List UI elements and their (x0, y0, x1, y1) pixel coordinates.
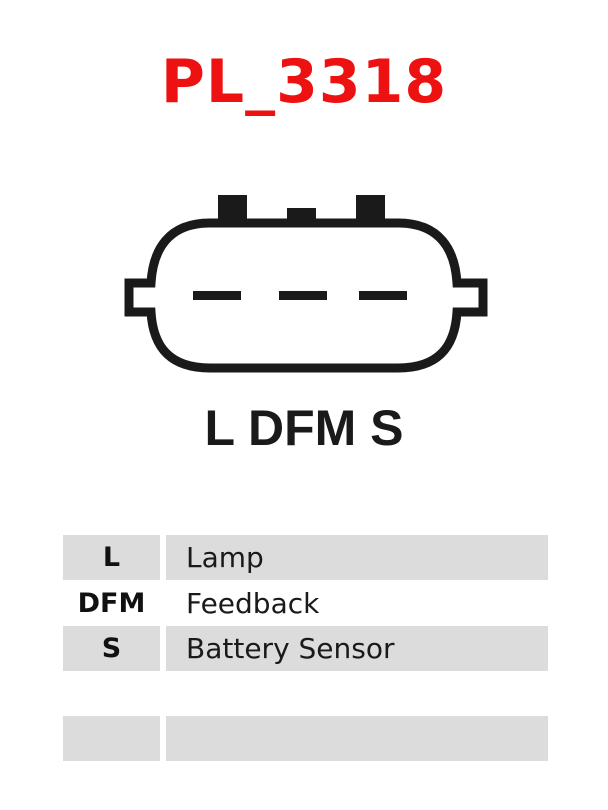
pin-code (63, 716, 160, 761)
table-row: DFM Feedback (63, 581, 548, 626)
part-number-title: PL_3318 (160, 47, 448, 117)
terminal-dashes-icon (193, 291, 407, 300)
table-row (63, 671, 548, 716)
table-row: L Lamp (63, 535, 548, 580)
pin-description (166, 716, 548, 761)
pin-description: Feedback (186, 587, 320, 620)
pin-code (63, 671, 160, 716)
pin-description: Battery Sensor (166, 626, 548, 671)
pin-description: Lamp (166, 535, 548, 580)
connector-diagram (124, 195, 488, 373)
pin-description (166, 671, 548, 716)
table-row: S Battery Sensor (63, 626, 548, 671)
pin-code: DFM (77, 588, 146, 619)
pin-code: S (63, 626, 160, 671)
connector-pins-icon (218, 195, 385, 223)
pin-code: L (63, 535, 160, 580)
table-row (63, 716, 548, 761)
connector-outline-icon (124, 218, 488, 373)
pin-layout-label: L DFM S (204, 400, 404, 456)
